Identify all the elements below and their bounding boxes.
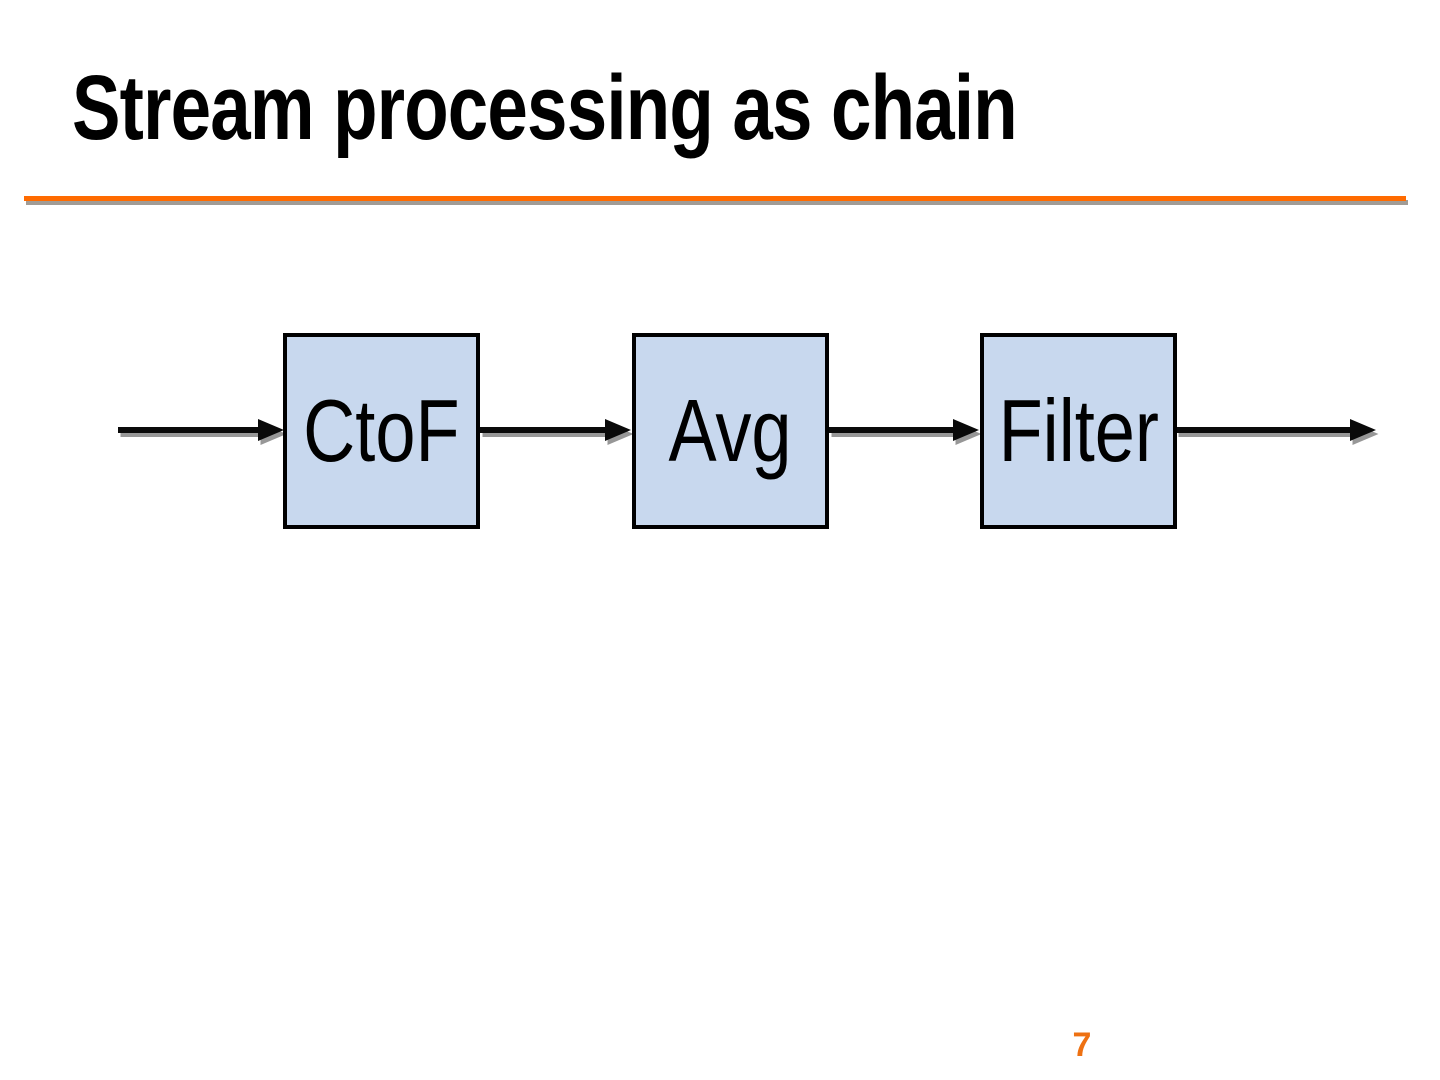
node-avg: Avg (632, 333, 829, 529)
arrow-shadow (120, 423, 287, 445)
arrow-ctof-to-avg (480, 419, 634, 445)
arrow-line (118, 419, 284, 441)
arrow-filter-to-output (1176, 419, 1379, 445)
slide-title: Stream processing as chain (72, 62, 1268, 154)
arrow-shadow (1178, 423, 1379, 445)
arrow-shadow (482, 423, 634, 445)
arrow-line (480, 419, 631, 441)
node-ctof: CtoF (283, 333, 480, 529)
slide-title-text: Stream processing as chain (72, 57, 1018, 159)
arrow-line (1176, 419, 1376, 441)
node-filter-label: Filter (998, 381, 1159, 480)
arrow-input-to-ctof (118, 419, 287, 445)
node-filter: Filter (980, 333, 1177, 529)
title-underline-rule (24, 196, 1406, 201)
node-avg-label: Avg (668, 381, 793, 480)
page-number: 7 (1072, 1026, 1092, 1064)
arrow-avg-to-filter (829, 419, 982, 445)
arrow-line (829, 419, 979, 441)
node-ctof-label: CtoF (303, 381, 460, 480)
arrow-shadow (831, 423, 982, 445)
